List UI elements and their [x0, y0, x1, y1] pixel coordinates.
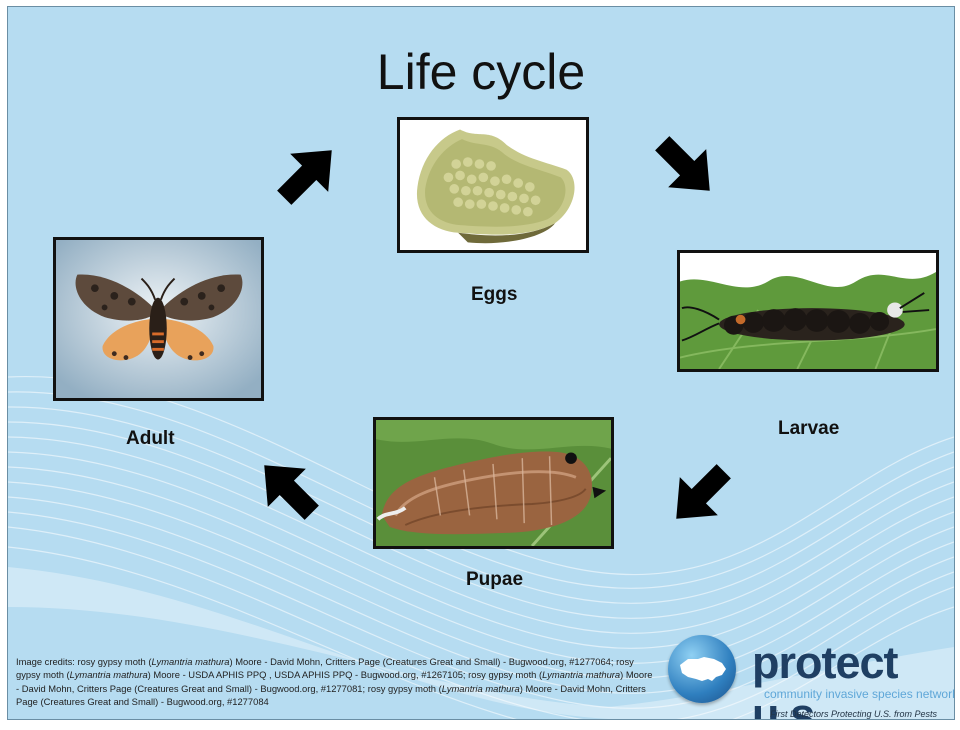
stage-label-larvae: Larvae [778, 418, 839, 440]
caterpillar-photo [677, 250, 939, 372]
credits-species: Lymantria mathura [542, 669, 620, 680]
stage-label-adult: Adult [126, 428, 175, 450]
egg-mass-photo [397, 117, 589, 253]
moth-photo [53, 237, 264, 401]
stage-label-eggs: Eggs [471, 284, 517, 306]
credits-text: ) Moore - USDA APHIS PPQ , USDA APHIS PP… [148, 669, 542, 680]
credits-species: Lymantria mathura [151, 656, 229, 667]
credits-species: Lymantria mathura [70, 669, 148, 680]
slide: Life cycle Eggs [7, 6, 955, 720]
brand-tagline: community invasive species network [764, 687, 955, 701]
image-credits: Image credits: rosy gypsy moth (Lymantri… [16, 655, 656, 708]
arrow-up-right-icon [266, 132, 350, 216]
brand-name: protect u.s. [752, 637, 955, 720]
pupa-photo [373, 417, 614, 549]
arrow-down-left-icon [658, 453, 742, 537]
protect-us-logo: protect u.s. community invasive species … [666, 633, 955, 717]
globe-icon [668, 635, 736, 703]
arrow-up-left-icon [246, 447, 330, 531]
stage-label-pupae: Pupae [466, 569, 523, 591]
credits-text: Image credits: rosy gypsy moth ( [16, 656, 151, 667]
slide-title: Life cycle [8, 43, 954, 101]
credits-species: Lymantria mathura [442, 683, 520, 694]
brand-motto: First Detectors Protecting U.S. from Pes… [770, 709, 937, 719]
arrow-down-right-icon [644, 125, 728, 209]
